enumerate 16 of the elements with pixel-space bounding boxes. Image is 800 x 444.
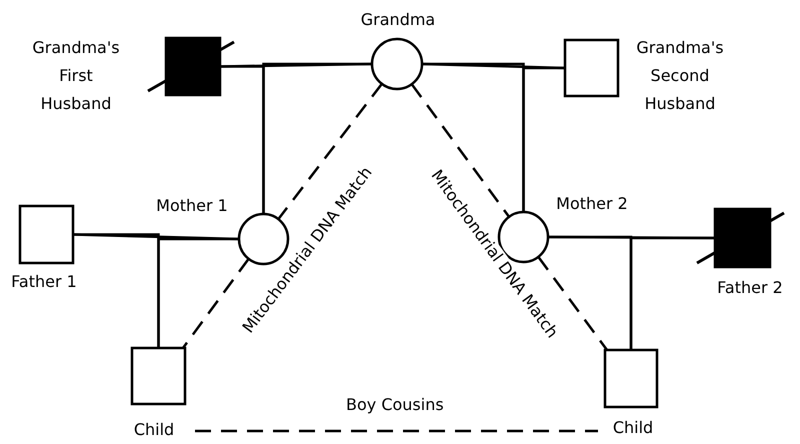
pedigree-line bbox=[262, 62, 372, 214]
dashed-relation-line bbox=[195, 430, 598, 432]
person-label: Mother 1 bbox=[155, 195, 229, 217]
pedigree-line bbox=[522, 66, 565, 212]
person-label: Child bbox=[132, 419, 176, 441]
person-label: Father 2 bbox=[716, 277, 784, 299]
dashed-relation-line bbox=[277, 83, 383, 220]
person-label: Grandma's First Husband bbox=[31, 37, 121, 115]
person-label: Father 1 bbox=[10, 271, 78, 293]
person-label: Grandma bbox=[360, 9, 436, 31]
dashed-relation-line bbox=[182, 258, 250, 349]
person-label: Child bbox=[612, 417, 654, 439]
person-label: Grandma's Second Husband bbox=[635, 37, 725, 115]
pedigree-line bbox=[630, 236, 715, 350]
pedigree-line bbox=[157, 238, 239, 348]
dashed-relation-line bbox=[537, 256, 608, 351]
